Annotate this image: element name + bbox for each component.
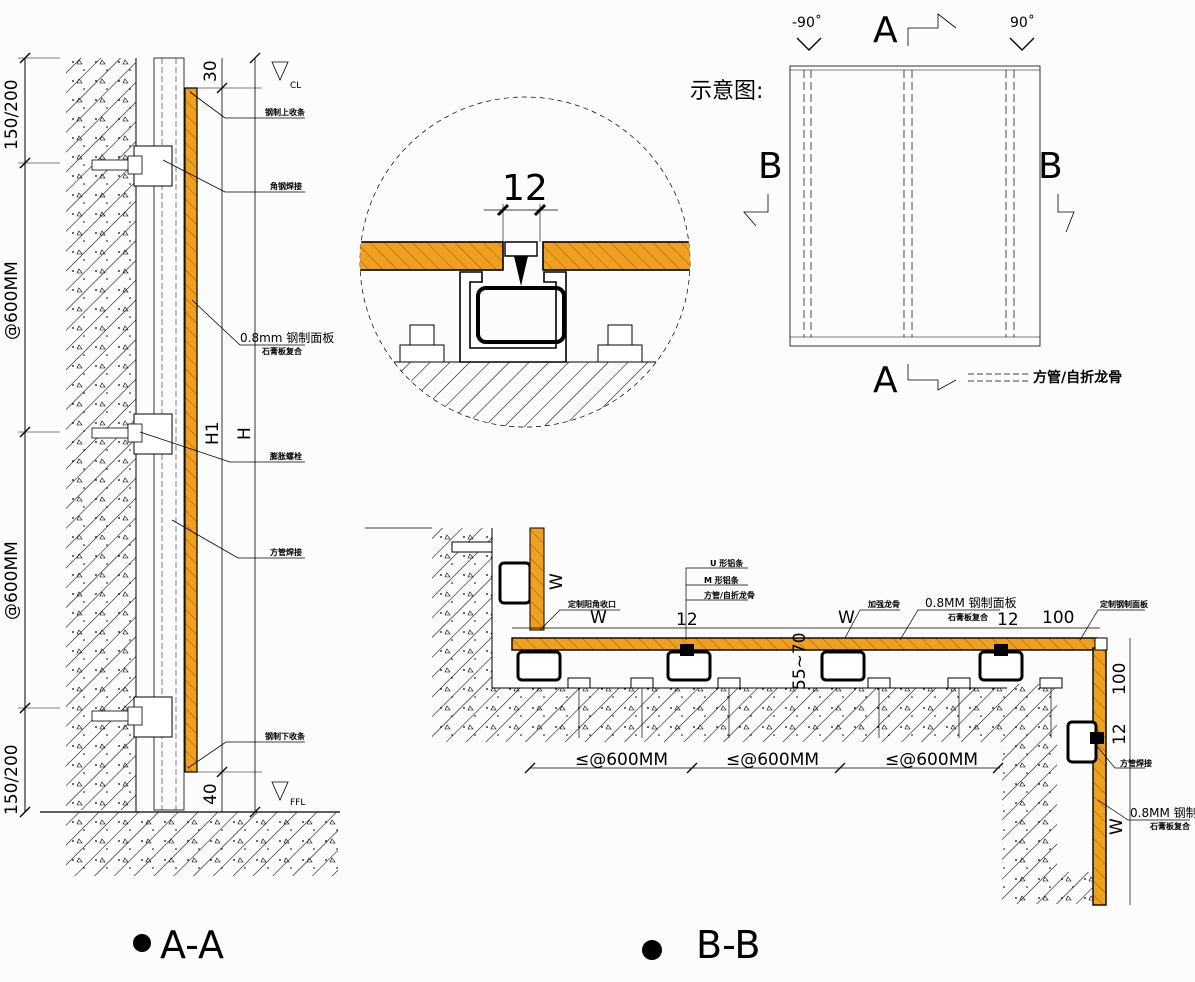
dim-w-left: W bbox=[590, 608, 607, 628]
label-panel: 0.8mm 钢制面板 bbox=[240, 331, 334, 345]
dim-bottom: 150/200 bbox=[2, 744, 22, 815]
angle-bracket bbox=[91, 696, 173, 738]
dim-h1: H1 bbox=[203, 421, 223, 445]
detail-dim: 12 bbox=[502, 168, 548, 209]
label-corner: 定制阳角收口 bbox=[567, 599, 616, 609]
sec-a-bottom: A bbox=[873, 360, 898, 401]
schematic-legend: 方管/自折龙骨 bbox=[1033, 369, 1122, 386]
dim-lower: @600MM bbox=[2, 541, 22, 620]
angle-left: -90˚ bbox=[792, 14, 822, 31]
dim-bottom-gap: 40 bbox=[201, 783, 221, 805]
dim-top-gap: 30 bbox=[201, 60, 221, 82]
sec-b-left: B bbox=[758, 146, 783, 187]
spacing-1: ≤@600MM bbox=[575, 750, 668, 770]
label-anchor: 膨胀螺栓 bbox=[269, 451, 302, 461]
spacing-3: ≤@600MM bbox=[885, 750, 978, 770]
label-u-strip: U 形铝条 bbox=[710, 558, 744, 568]
caption-aa: A-A bbox=[160, 923, 224, 967]
caption-bb: B-B bbox=[696, 923, 761, 967]
dim-gap-a: 12 bbox=[676, 610, 698, 630]
sec-a-top: A bbox=[873, 10, 898, 51]
dim-top: 150/200 bbox=[2, 79, 22, 150]
label-panel2: 0.8MM 钢制面板 bbox=[1130, 806, 1195, 820]
dim-depth: 55~70 bbox=[790, 632, 810, 690]
label-m-strip: M 形铝条 bbox=[704, 575, 740, 585]
label-top-edge: 钢制上收条 bbox=[265, 107, 306, 117]
label-gypsum: 石膏板复合 bbox=[261, 346, 303, 356]
bullet-icon bbox=[642, 940, 662, 960]
section-bb: ≤@600MM ≤@600MM ≤@600MM W W 12 12 100 55… bbox=[365, 527, 1195, 967]
label-bottom-edge: 钢制下收条 bbox=[265, 731, 306, 741]
label-gypsum-b: 石膏板复合 bbox=[947, 612, 989, 622]
label-tube: 方管焊接 bbox=[270, 547, 302, 557]
detail-circle: 12 bbox=[359, 96, 691, 428]
level-cl: CL bbox=[290, 81, 301, 91]
angle-bracket bbox=[91, 413, 173, 455]
label-bracket: 角钢焊接 bbox=[270, 181, 302, 191]
angle-bracket bbox=[91, 145, 173, 187]
label-reinforce: 加强龙骨 bbox=[867, 599, 900, 609]
schematic-title: 示意图: bbox=[690, 79, 763, 104]
dim-h: H bbox=[235, 427, 255, 440]
label-gypsum2: 石膏板复合 bbox=[1149, 821, 1191, 831]
level-ffl: FFL bbox=[290, 798, 305, 808]
label-keel: 方管/自折龙骨 bbox=[704, 590, 755, 600]
sec-b-right: B bbox=[1038, 146, 1063, 187]
dim-w-vert-a: W bbox=[547, 573, 567, 590]
label-end-panel: 定制钢制面板 bbox=[1099, 599, 1149, 609]
dim-upper: @600MM bbox=[2, 261, 22, 340]
bullet-icon bbox=[133, 934, 151, 952]
dim-gap-c: 12 bbox=[1110, 723, 1130, 745]
spacing-2: ≤@600MM bbox=[726, 750, 819, 770]
schematic: 示意图: -90˚ 90˚ A A B B 方管/自折龙骨 bbox=[690, 10, 1122, 401]
dim-w-vert-b: W bbox=[1107, 818, 1127, 835]
angle-right: 90˚ bbox=[1010, 14, 1035, 31]
dim-end-v: 100 bbox=[1110, 663, 1130, 695]
label-tube-b: 方管焊接 bbox=[1120, 758, 1152, 768]
dim-end-h: 100 bbox=[1042, 608, 1074, 628]
label-panel-b: 0.8MM 钢制面板 bbox=[925, 596, 1017, 610]
section-aa: 150/200 @600MM @600MM 150/200 30 40 H1 H… bbox=[2, 52, 340, 967]
dim-w-right: W bbox=[838, 608, 855, 628]
steel-panel bbox=[184, 87, 198, 773]
dim-gap-b: 12 bbox=[997, 610, 1019, 630]
